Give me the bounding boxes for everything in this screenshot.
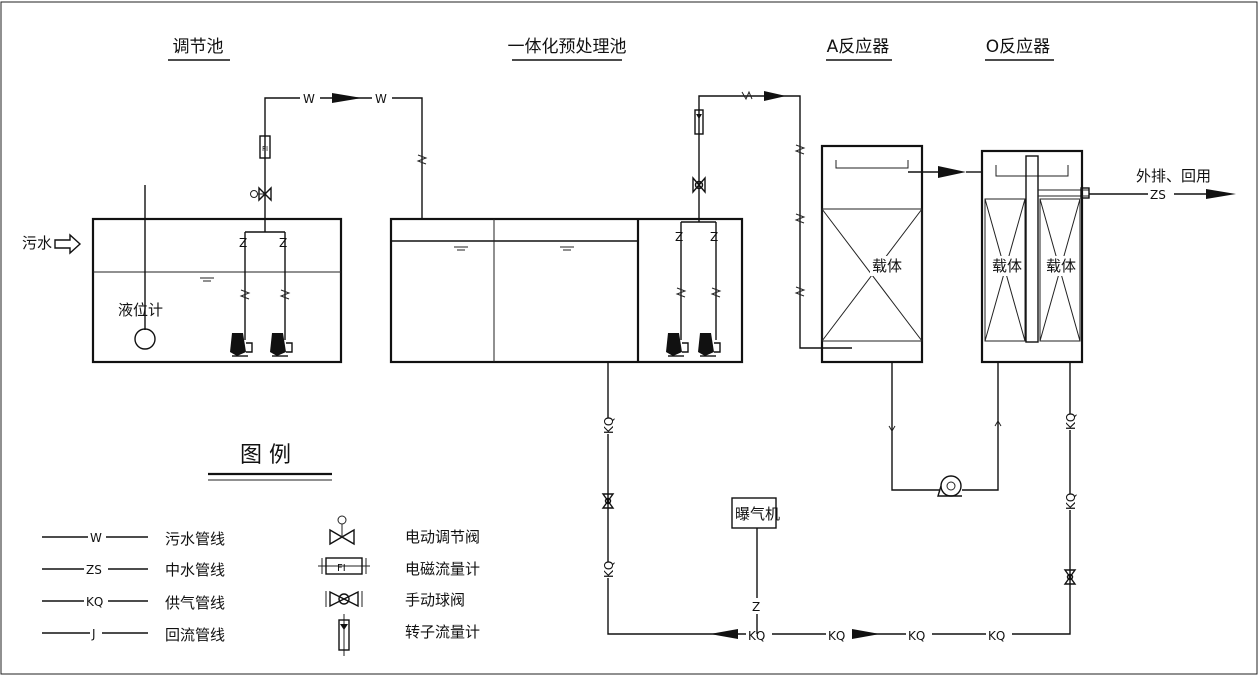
- tag-kq: KQ: [602, 417, 616, 434]
- outlet: ZS 外排、回用: [1089, 167, 1236, 202]
- tag-zs: ZS: [1150, 188, 1166, 202]
- tag-w: W: [303, 92, 315, 106]
- legend-line-j: J 回流管线: [42, 626, 225, 644]
- return-pipe: [888, 362, 1002, 497]
- legend-label: 电磁流量计: [405, 560, 480, 578]
- tag-kq: KQ: [1064, 413, 1078, 430]
- a-reactor: 载体: [820, 144, 982, 364]
- legend-line-zs: ZS 中水管线: [42, 561, 225, 579]
- outlet-label: 外排、回用: [1136, 167, 1211, 185]
- rotameter-icon: [694, 109, 704, 135]
- a-reactor-media-zone: [821, 208, 923, 342]
- legend-manual-ball-valve: 手动球阀: [325, 590, 465, 609]
- tag-kq: KQ: [1064, 493, 1078, 510]
- titles: 调节池 一体化预处理池 A反应器 O反应器: [168, 37, 1054, 61]
- tag-kq: KQ: [908, 629, 925, 643]
- legend-code: J: [91, 627, 96, 641]
- electromagnetic-flowmeter-icon: FI: [259, 135, 271, 159]
- equalization-tank: 液位计 Z Z: [91, 185, 343, 364]
- inlet-arrow-icon: [54, 233, 82, 255]
- legend-label: 供气管线: [165, 594, 225, 612]
- electric-control-valve-icon: [250, 186, 272, 202]
- legend-label: 手动球阀: [405, 591, 465, 609]
- legend-line-w: W 污水管线: [42, 530, 225, 548]
- o-reactor-media-label-1: 载体: [992, 257, 1022, 275]
- inlet: 污水: [22, 233, 82, 255]
- tag-kq: KQ: [828, 629, 845, 643]
- legend-electromagnetic-flowmeter: FI 电磁流量计: [318, 557, 480, 578]
- flow-arrow-icon: [1206, 189, 1236, 199]
- o-reactor: 载体 载体: [980, 149, 1090, 364]
- tag-kq: KQ: [988, 629, 1005, 643]
- submersible-pump-icon: [698, 333, 721, 357]
- water-level-mark-icon: [454, 246, 468, 251]
- flowmeter-tag: FI: [337, 563, 346, 574]
- legend-code: KQ: [86, 595, 103, 609]
- title-equalization-tank: 调节池: [173, 37, 224, 57]
- tag-z: Z: [675, 230, 683, 244]
- legend-label: 回流管线: [165, 626, 225, 644]
- legend-title: 图 例: [240, 443, 291, 468]
- legend-label: 污水管线: [165, 530, 225, 548]
- tag-kq: KQ: [602, 561, 616, 578]
- manual-ball-valve-icon: [601, 493, 615, 509]
- electromagnetic-flowmeter-icon: FI: [318, 557, 370, 575]
- water-level-mark-icon: [200, 277, 214, 282]
- title-o-reactor: O反应器: [986, 37, 1050, 57]
- electric-control-valve-icon: [329, 515, 355, 546]
- blower-box: [731, 497, 777, 529]
- level-meter-float-icon: [134, 328, 156, 350]
- manual-ball-valve-icon: [325, 590, 363, 608]
- level-meter-label: 液位计: [118, 301, 163, 319]
- manual-ball-valve-icon: [692, 176, 706, 194]
- rotameter-icon: [338, 614, 350, 656]
- water-level-mark-icon: [560, 246, 574, 251]
- o-reactor-baffle: [1025, 155, 1039, 343]
- equalization-tank-body: [91, 217, 343, 364]
- flow-arrow-icon: [710, 629, 738, 639]
- title-pretreatment-tank: 一体化预处理池: [508, 37, 627, 57]
- a-reactor-media-label: 载体: [872, 257, 902, 275]
- manual-ball-valve-icon: [1063, 569, 1077, 585]
- w-pipe-2: [692, 90, 852, 349]
- a-reactor-body: [820, 144, 924, 364]
- tag-w: W: [375, 92, 387, 106]
- legend-code: ZS: [86, 563, 102, 577]
- submersible-pump-icon: [270, 333, 293, 357]
- legend: 图 例 W 污水管线 ZS 中水管线 KQ 供气管线 J 回流管线: [42, 443, 480, 656]
- submersible-pump-icon: [666, 333, 689, 357]
- tag-z: Z: [710, 230, 718, 244]
- flow-arrow-icon: [938, 166, 966, 178]
- pretreatment-tank-body: [389, 217, 744, 364]
- legend-rotameter: 转子流量计: [338, 614, 480, 656]
- legend-electric-valve: 电动调节阀: [329, 515, 480, 546]
- tag-z: Z: [279, 236, 287, 250]
- title-a-reactor: A反应器: [827, 37, 890, 57]
- legend-label: 中水管线: [165, 561, 225, 579]
- blower: 曝气机 Z: [731, 497, 780, 634]
- flow-arrow-icon: [332, 93, 362, 103]
- air-supply-pipes: KQ KQ KQ KQ KQ KQ KQ KQ: [601, 362, 1078, 643]
- inlet-label: 污水: [22, 234, 52, 252]
- legend-line-kq: KQ 供气管线: [42, 594, 225, 612]
- flow-arrow-icon: [852, 629, 880, 639]
- submersible-pump-icon: [230, 333, 253, 357]
- legend-label: 转子流量计: [405, 623, 480, 641]
- return-pump-icon: [937, 475, 962, 497]
- legend-code: W: [90, 531, 102, 545]
- o-reactor-media-label-2: 载体: [1046, 257, 1076, 275]
- blower-label: 曝气机: [735, 505, 780, 523]
- pretreatment-tank: Z Z: [389, 196, 744, 364]
- w-pipe-1: FI W W: [250, 91, 428, 219]
- tag-z: Z: [239, 236, 247, 250]
- legend-label: 电动调节阀: [405, 528, 480, 546]
- flow-arrow-icon: [764, 91, 786, 101]
- tag-kq: KQ: [748, 629, 765, 643]
- tag-z: Z: [752, 600, 760, 614]
- o-reactor-body: [980, 149, 1084, 364]
- flowmeter-tag: FI: [262, 145, 268, 153]
